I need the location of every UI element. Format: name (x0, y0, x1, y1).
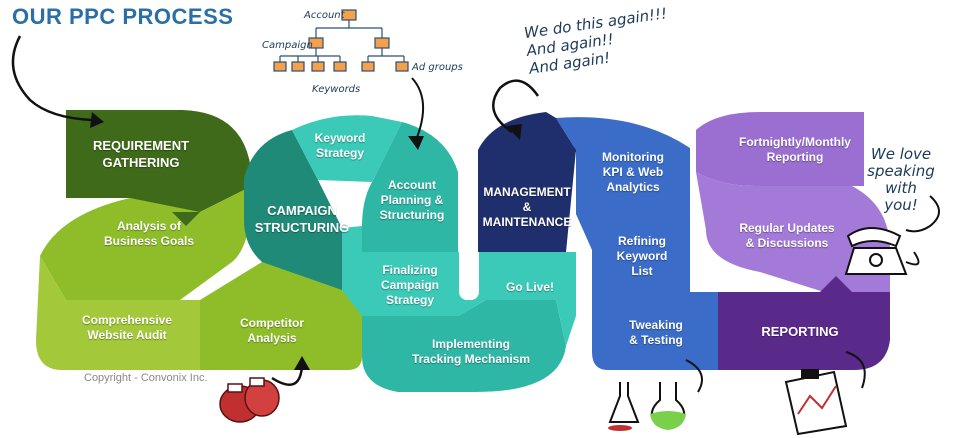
org-chart-doodle (273, 9, 409, 72)
org-adgroups-label: Ad groups (412, 62, 463, 73)
keyword-strategy-segment (292, 115, 402, 182)
golive-segment (458, 252, 576, 346)
step-competitor-label: Competitor Analysis (240, 316, 304, 345)
regular-segment (696, 172, 890, 292)
step-fortnightly-label: Fortnightly/Monthly Reporting (739, 135, 851, 164)
competitor-segment (200, 262, 362, 370)
step-reporting-label: REPORTING (761, 324, 839, 339)
goals-segment (40, 186, 252, 300)
reporting-segment (718, 292, 890, 370)
step-tweaking-label: Tweaking & Testing (629, 318, 683, 347)
requirement-segment (66, 110, 252, 212)
step-regular-label: Regular Updates & Discussions (739, 221, 835, 250)
phone-arrow (905, 195, 940, 233)
title-arrow (11, 35, 93, 122)
title-arrow-head (90, 112, 104, 128)
step-finalizing-label: Finalizing Campaign Strategy (380, 263, 439, 307)
org-chart-arrow (411, 77, 425, 141)
step-goals-label: Analysis of Business Goals (103, 219, 195, 248)
org-chart-arrow-head (408, 136, 424, 150)
fortnightly-segment (696, 112, 864, 186)
management-segment (478, 112, 576, 252)
step-account-planning-label: Account Planning & Structuring (379, 178, 445, 222)
boxing-gloves-icon (219, 377, 280, 423)
step-monitoring-label: Monitoring KPI & Web Analytics (602, 150, 664, 194)
finalizing-segment (342, 226, 458, 316)
org-account-label: Account (304, 10, 345, 21)
flasks-arrow (685, 359, 703, 393)
clipboard-icon (784, 369, 848, 436)
step-refining-label: Refining Keyword List (616, 234, 668, 278)
refining-segment (576, 214, 690, 292)
step-audit-label: Comprehensive Website Audit (81, 313, 173, 342)
flasks-icon (608, 382, 686, 431)
tracking-segment (362, 300, 566, 392)
monitoring-segment (556, 117, 690, 214)
copyright-text: Copyright - Convonix Inc. (84, 372, 208, 384)
account-planning-segment (362, 122, 458, 252)
loop-arrow (492, 79, 540, 134)
audit-segment (36, 256, 200, 370)
loop-arrow-head (506, 124, 522, 140)
gloves-arrow (271, 365, 304, 386)
org-campaign-label: Campaign (262, 40, 313, 51)
step-management-label: MANAGEMENT & MAINTENANCE (482, 185, 572, 229)
clipboard-arrow (845, 351, 866, 389)
center-gap (459, 200, 479, 300)
page-title: OUR PPC PROCESS (12, 4, 234, 29)
step-golive-label: Go Live! (505, 280, 554, 294)
step-tracking-label: Implementing Tracking Mechanism (411, 337, 531, 366)
requirement-notch (172, 212, 200, 226)
management-notch (560, 140, 580, 160)
tweaking-segment (592, 292, 718, 370)
reporting-notch (820, 276, 852, 292)
step-campaign-label: CAMPAIGN STRUCTURING (254, 203, 350, 235)
step-requirement-label: REQUIREMENT GATHERING (92, 138, 190, 170)
step-keyword-strategy-label: Keyword Strategy (314, 131, 366, 160)
org-keywords-label: Keywords (312, 84, 361, 95)
speaking-note: We love speaking with you! (867, 145, 935, 214)
phone-icon (844, 227, 920, 275)
campaign-segment (244, 130, 342, 290)
gloves-arrow-head (294, 356, 310, 370)
